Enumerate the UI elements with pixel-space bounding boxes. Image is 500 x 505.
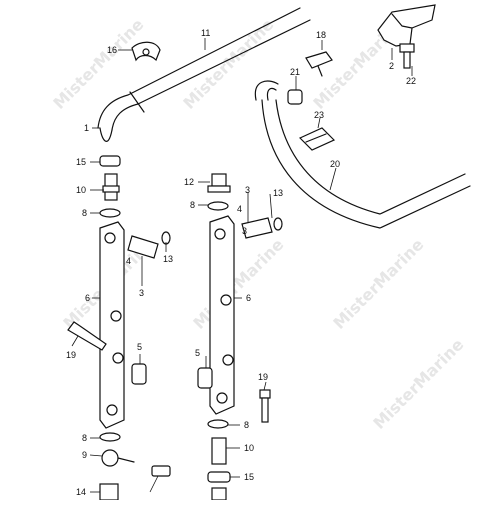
- callout-5a: 5: [137, 342, 142, 352]
- hose-stub-bottom-right[interactable]: [211, 487, 227, 501]
- o-ring-8-right-top[interactable]: [207, 201, 229, 211]
- callout-22: 22: [406, 76, 416, 86]
- callout-10a: 10: [76, 185, 86, 195]
- callout-8d: 8: [244, 420, 249, 430]
- callout-20: 20: [330, 159, 340, 169]
- fuel-hose-11[interactable]: [97, 7, 311, 142]
- clip-18[interactable]: [305, 51, 333, 77]
- o-ring-8-right-bottom[interactable]: [207, 419, 229, 429]
- callout-13a: 13: [273, 188, 283, 198]
- plug-12[interactable]: [207, 173, 231, 193]
- callout-19a: 19: [66, 350, 76, 360]
- fuel-hose-20[interactable]: [254, 80, 471, 229]
- watermark: MisterMarine: [179, 15, 277, 113]
- callout-3c: 3: [242, 226, 247, 236]
- fitting-9[interactable]: [101, 449, 135, 467]
- leader-lines: [71, 38, 413, 493]
- callout-3a: 3: [245, 185, 250, 195]
- callout-21: 21: [290, 67, 300, 77]
- callout-3b: 3: [139, 288, 144, 298]
- bolt-22[interactable]: [399, 43, 415, 69]
- clamp-15-right[interactable]: [207, 471, 231, 483]
- fitting-10-left[interactable]: [102, 173, 120, 201]
- callout-14: 14: [76, 487, 86, 497]
- watermark: MisterMarine: [369, 335, 467, 433]
- watermark: MisterMarine: [329, 235, 427, 333]
- hose-clamp-16[interactable]: [131, 41, 161, 62]
- o-ring-8-left-top[interactable]: [99, 208, 121, 218]
- clip-bottom-left[interactable]: [151, 465, 171, 477]
- grommet-21[interactable]: [287, 89, 303, 105]
- callout-11: 11: [201, 28, 210, 38]
- callout-19b: 19: [258, 372, 268, 382]
- callout-16: 16: [107, 45, 117, 55]
- callout-8b: 8: [190, 200, 195, 210]
- callout-6a: 6: [85, 293, 90, 303]
- callout-8a: 8: [82, 208, 87, 218]
- callout-15b: 15: [244, 472, 254, 482]
- clamp-15-left[interactable]: [99, 155, 121, 167]
- fitting-10-right[interactable]: [211, 437, 227, 465]
- fuel-rail-left[interactable]: [99, 221, 125, 429]
- watermark: MisterMarine: [49, 15, 147, 113]
- fuel-rail-right[interactable]: [209, 215, 235, 415]
- callout-13b: 13: [163, 254, 173, 264]
- callout-labels: 11 16 1 18 2 21 22 23 20 15 10 8 12 8 3 …: [66, 28, 416, 497]
- callout-15a: 15: [76, 157, 86, 167]
- callout-18: 18: [316, 30, 326, 40]
- clip-23[interactable]: [298, 127, 336, 151]
- grommet-5-left[interactable]: [131, 363, 147, 385]
- callout-5b: 5: [195, 348, 200, 358]
- grommet-5-right[interactable]: [197, 367, 213, 389]
- injector-3-right[interactable]: [241, 217, 283, 239]
- watermark: MisterMarine: [189, 235, 287, 333]
- callout-23: 23: [314, 110, 324, 120]
- callout-1: 1: [84, 123, 89, 133]
- callout-2: 2: [389, 61, 394, 71]
- bracket-2[interactable]: [377, 4, 436, 47]
- callout-4b: 4: [126, 256, 131, 266]
- o-ring-8-left-bottom[interactable]: [99, 432, 121, 442]
- callout-9: 9: [82, 450, 87, 460]
- callout-6b: 6: [246, 293, 251, 303]
- bolt-19-right[interactable]: [259, 389, 271, 423]
- fitting-14[interactable]: [99, 483, 119, 501]
- callout-8c: 8: [82, 433, 87, 443]
- bolt-19-left[interactable]: [67, 321, 107, 351]
- callout-4a: 4: [237, 204, 242, 214]
- callout-12: 12: [184, 177, 194, 187]
- callout-10b: 10: [244, 443, 254, 453]
